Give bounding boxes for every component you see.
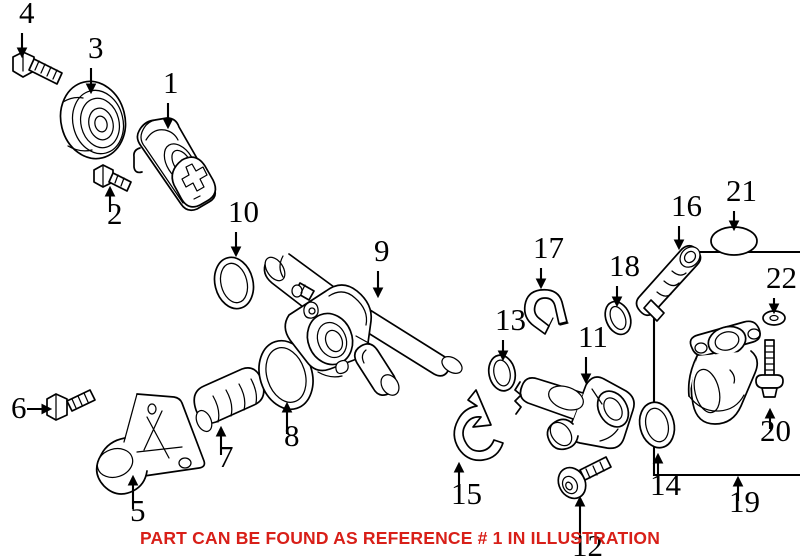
- part-21-inlet-gasket: [710, 226, 758, 256]
- part-12-housing-bolt: [557, 456, 612, 500]
- callout-label-7: 7: [218, 439, 234, 474]
- callout-label-8: 8: [284, 418, 300, 453]
- callout-label-11: 11: [578, 319, 608, 354]
- part-19-inlet-housing-assembly: [687, 320, 761, 425]
- callout-label-15: 15: [451, 476, 482, 511]
- part-2-pulley-bolt-small: [93, 164, 132, 192]
- callout-label-10: 10: [228, 194, 259, 229]
- callout-label-12: 12: [572, 528, 603, 560]
- part-4-pump-mounting-bolt: [12, 51, 63, 85]
- callout-label-6: 6: [11, 390, 27, 425]
- callout-label-14: 14: [650, 467, 682, 502]
- callout-label-13: 13: [495, 302, 526, 337]
- callout-arrows: [16, 33, 780, 543]
- part-7-coolant-pipe-sleeve: [193, 367, 265, 433]
- callout-label-16: 16: [671, 188, 702, 223]
- part-10-pipe-o-ring: [213, 256, 255, 310]
- part-15-retaining-clip: [453, 389, 504, 462]
- part-11-coolant-outlet-connector: [514, 376, 635, 451]
- callout-label-9: 9: [374, 233, 390, 268]
- reference-note: PART CAN BE FOUND AS REFERENCE # 1 IN IL…: [139, 528, 661, 548]
- callout-label-5: 5: [130, 493, 146, 528]
- part-22-sealing-washer: [762, 310, 786, 326]
- part-18-sensor-o-ring: [604, 300, 632, 336]
- part-6-bracket-bolt: [46, 389, 96, 421]
- callout-label-2: 2: [107, 196, 123, 231]
- part-14-outlet-o-ring: [638, 401, 676, 449]
- part-13-small-o-ring: [487, 354, 517, 392]
- callout-label-20: 20: [760, 413, 791, 448]
- part-16-coolant-temp-sensor: [635, 244, 702, 322]
- part-5-water-pump-bracket: [95, 393, 206, 495]
- part-17-horseshoe-clip: [523, 288, 569, 335]
- callout-label-22: 22: [766, 260, 797, 295]
- part-20-inlet-bolt: [755, 339, 784, 398]
- part-9-thermostat-housing: [263, 253, 463, 396]
- callout-label-17: 17: [533, 230, 564, 265]
- callout-label-21: 21: [726, 173, 757, 208]
- callout-label-4: 4: [19, 0, 35, 30]
- part-8-housing-o-ring-large: [258, 339, 314, 411]
- callout-label-1: 1: [163, 65, 179, 100]
- part-1-water-pump: [133, 117, 217, 212]
- callout-label-3: 3: [88, 30, 104, 65]
- callout-label-19: 19: [729, 484, 760, 519]
- part-3-water-pump-pulley: [59, 80, 127, 160]
- callout-label-18: 18: [609, 248, 640, 283]
